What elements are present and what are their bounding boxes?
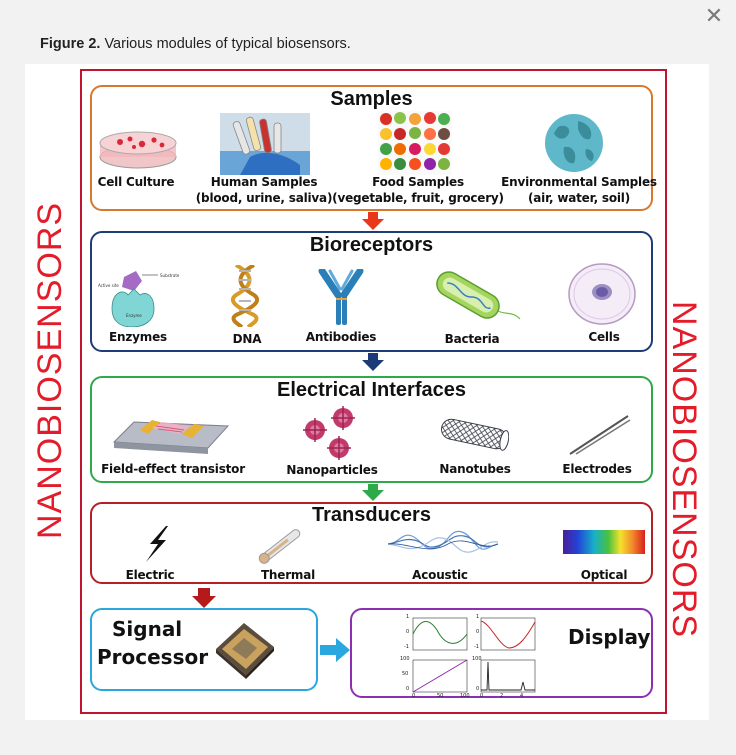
electrical-item-label: Nanoparticles	[286, 463, 378, 477]
bioreceptors-item-label: Bacteria	[444, 332, 500, 346]
transducers-item-label: Acoustic	[412, 568, 468, 582]
bioreceptors-item-label: Antibodies	[305, 330, 377, 344]
caption-text: Various modules of typical biosensors.	[100, 36, 351, 52]
samples-item-label: Environmental Samples	[501, 175, 657, 189]
svg-text:Active site: Active site	[98, 283, 119, 288]
electrical-item-label: Nanotubes	[439, 462, 511, 476]
plot-tick-label: 50	[437, 693, 444, 699]
electrical-item-label: Electrodes	[562, 462, 632, 476]
display-plots-icon	[412, 617, 536, 693]
flow-arrow-icon	[362, 212, 384, 230]
plot-tick-label: 0	[480, 693, 484, 699]
plot-tick-label: 2	[500, 693, 504, 699]
enzyme-icon: Substrate Active site Enzyme	[98, 271, 180, 327]
svg-text:Enzyme: Enzyme	[126, 313, 142, 318]
plot-tick-label: -1	[474, 644, 479, 650]
plot-tick-label: 0	[476, 686, 480, 692]
signal-processor-label-line2: Processor	[97, 645, 209, 669]
flow-arrow-icon	[362, 484, 384, 501]
bioreceptors-item-label: Cells	[588, 330, 620, 344]
side-label-right: NANOBIOSENSORS	[665, 301, 703, 639]
bioreceptors-panel: Bioreceptors Substrate Active site Enzym…	[90, 231, 653, 352]
nanoparticles-icon	[303, 406, 355, 460]
sound-wave-icon	[388, 530, 498, 553]
electrical-item-label: Field-effect transistor	[101, 462, 245, 476]
transducers-item-label: Optical	[580, 568, 628, 582]
samples-item-label: Cell Culture	[97, 175, 175, 189]
plot-tick-label: 0	[476, 629, 480, 635]
antibody-icon	[318, 269, 364, 325]
samples-title: Samples	[330, 88, 413, 110]
samples-item-sublabel: (vegetable, fruit, grocery)	[332, 191, 504, 205]
bioreceptors-item-label: DNA	[232, 332, 262, 346]
lab-tubes-icon	[220, 113, 310, 175]
figure-caption: Figure 2. Various modules of typical bio…	[40, 36, 351, 52]
bioreceptors-item-label: Enzymes	[109, 330, 167, 344]
plot-tick-label: 1	[406, 614, 410, 620]
transducers-item-label: Electric	[125, 568, 175, 582]
display-title: Display	[568, 625, 651, 649]
cell-icon	[568, 263, 636, 325]
plot-tick-label: 0	[412, 693, 416, 699]
flow-arrow-icon	[362, 353, 384, 371]
globe-icon	[545, 114, 603, 172]
plot-tick-label: 50	[402, 671, 409, 677]
figure-image: NANOBIOSENSORS NANOBIOSENSORS Samples Ce…	[25, 64, 709, 720]
food-icon	[378, 111, 452, 175]
caption-label: Figure 2.	[40, 36, 101, 52]
plot-tick-label: 100	[460, 693, 470, 699]
close-button[interactable]: ✕	[704, 4, 724, 29]
electrodes-icon	[569, 415, 631, 455]
plot-tick-label: 100	[400, 656, 410, 662]
plot-tick-label: 0	[406, 629, 410, 635]
bacteria-icon	[436, 271, 521, 320]
thermometer-icon	[258, 529, 301, 564]
samples-item-label: Food Samples	[372, 175, 464, 189]
transducers-item-label: Thermal	[260, 568, 316, 582]
plot-tick-label: 100	[472, 656, 482, 662]
signal-processor-panel: Signal Processor	[90, 608, 318, 691]
fet-icon	[112, 420, 230, 454]
samples-panel: Samples Cell Culture Human Samples (bloo…	[90, 85, 657, 211]
nanotube-icon	[441, 418, 509, 451]
transducers-panel: Transducers Electric Thermal Acoustic	[90, 502, 653, 584]
chip-icon	[216, 623, 274, 679]
plot-tick-label: 1	[476, 614, 480, 620]
flow-arrow-icon	[192, 588, 216, 608]
signal-processor-label-line1: Signal	[112, 617, 183, 641]
samples-item-sublabel: (air, water, soil)	[527, 191, 631, 205]
transducers-title: Transducers	[312, 504, 431, 526]
petri-dish-icon	[99, 131, 177, 169]
nanobiosensor-frame	[80, 69, 667, 714]
electrical-interfaces-title: Electrical Interfaces	[277, 379, 466, 401]
dna-icon	[230, 265, 260, 327]
display-panel: Display 1 0 -1 1 0 -1 100 50 0 0 50 100 …	[350, 608, 653, 699]
plot-tick-label: 0	[406, 686, 410, 692]
electrical-interfaces-panel: Electrical Interfaces Field-effect trans…	[90, 376, 653, 483]
flow-arrow-icon	[320, 638, 350, 662]
side-label-left: NANOBIOSENSORS	[31, 201, 69, 539]
spectrum-icon	[563, 530, 645, 554]
svg-text:Substrate: Substrate	[160, 273, 180, 278]
lightning-icon	[146, 526, 168, 562]
plot-tick-label: 4	[520, 693, 524, 699]
samples-item-sublabel: (blood, urine, saliva)	[195, 191, 333, 205]
plot-tick-label: -1	[404, 644, 409, 650]
samples-item-label: Human Samples	[210, 175, 318, 189]
bioreceptors-title: Bioreceptors	[309, 234, 434, 256]
